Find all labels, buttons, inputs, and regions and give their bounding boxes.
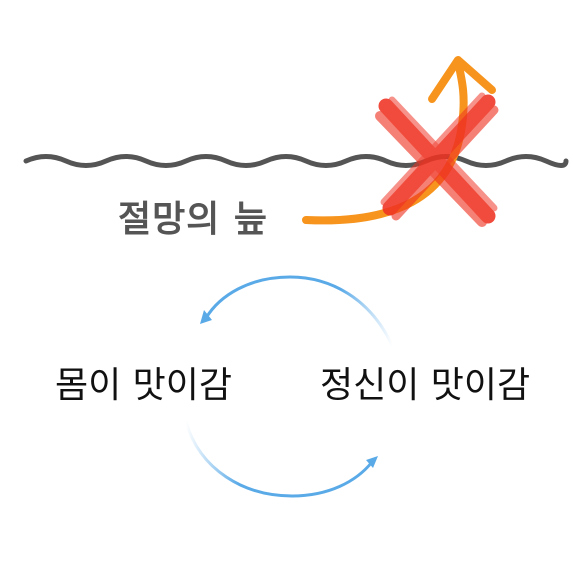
- mind-exhausted-label: 정신이 맛이감: [320, 365, 531, 406]
- cycle-arrowhead-bottom: [366, 456, 378, 468]
- body-exhausted-label: 몸이 맛이감: [55, 365, 233, 406]
- cycle-arrows-icon: [184, 275, 394, 498]
- swamp-label: 절망의 늪: [118, 199, 269, 240]
- cycle-arrowhead-top: [200, 310, 212, 324]
- wave-line-icon: [23, 154, 569, 168]
- cycle-arrow-top: [204, 275, 394, 347]
- cycle-arrow-bottom: [184, 420, 374, 498]
- x-mark-icon: [375, 92, 499, 227]
